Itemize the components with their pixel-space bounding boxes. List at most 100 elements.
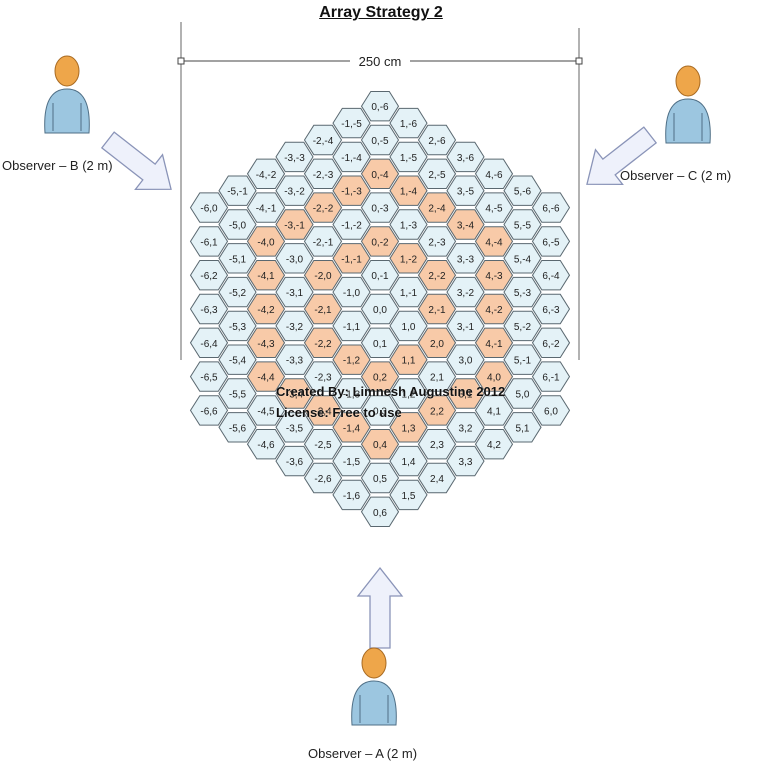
hex-cell: 2,0 — [417, 327, 457, 358]
hex-cell-shape — [360, 91, 400, 122]
hex-cell-label: 6,-4 — [542, 271, 560, 282]
hex-cell-shape — [446, 310, 485, 342]
hex-cell: -5,0 — [218, 209, 257, 240]
hex-cell-shape — [218, 344, 257, 375]
hex-cell-shape — [246, 293, 286, 325]
hex-cell: -1,3 — [332, 378, 371, 409]
hex-cell: 2,3 — [417, 429, 457, 460]
hex-cell-label: 5,-2 — [514, 322, 532, 333]
hex-cell-label: 0,-2 — [371, 237, 389, 248]
hex-cell-label: 5,-4 — [514, 254, 532, 265]
hex-cell: 4,-2 — [474, 293, 514, 325]
hex-cell-shape — [303, 327, 343, 358]
arrow-observer-b — [100, 131, 172, 191]
hex-cell-label: -2,0 — [314, 271, 332, 282]
hex-cell: -3,5 — [275, 412, 314, 443]
hex-cell-shape — [246, 429, 286, 460]
hex-cell-shape — [389, 141, 428, 173]
hex-cell: 6,-2 — [531, 327, 571, 358]
hex-cell-shape — [332, 276, 371, 308]
hex-cell-shape — [474, 226, 514, 257]
hex-cell: 5,-1 — [503, 344, 542, 375]
hex-cell-shape — [218, 412, 257, 443]
hex-cell: -2,0 — [303, 260, 343, 291]
hex-cell-label: -4,5 — [257, 406, 275, 417]
hex-cell-label: 3,-2 — [457, 288, 475, 299]
hex-cell: -5,6 — [218, 412, 257, 443]
hex-cell-shape — [332, 378, 371, 409]
hex-cell: 2,-3 — [417, 226, 457, 257]
hex-cell: 2,-1 — [417, 293, 457, 325]
hex-cell: -2,-1 — [303, 226, 343, 257]
hex-cell: 3,-3 — [446, 243, 485, 274]
hex-cell-shape — [303, 462, 343, 494]
hex-cell: 2,-2 — [417, 260, 457, 291]
hex-cell-label: -6,6 — [200, 406, 218, 417]
hex-cell-shape — [275, 243, 314, 274]
hex-cell-label: 5,-1 — [514, 356, 532, 367]
hex-cell-label: 3,1 — [459, 390, 473, 401]
hex-cell-label: 0,-5 — [371, 136, 389, 147]
hex-cell: -4,3 — [246, 327, 286, 358]
hex-cell-label: -3,4 — [286, 390, 304, 401]
hex-cell: 1,-3 — [389, 209, 428, 240]
hex-cell-label: 2,-4 — [428, 204, 446, 215]
hex-cell-label: -4,0 — [257, 237, 275, 248]
hex-cell: 1,-5 — [389, 141, 428, 173]
hex-cell-shape — [246, 226, 286, 257]
hex-cell-label: 6,-3 — [542, 305, 560, 316]
hex-cell-label: -1,5 — [343, 457, 361, 468]
hex-cell-label: 2,0 — [430, 339, 444, 350]
hex-cell: 0,3 — [360, 395, 400, 426]
hex-cell-shape — [389, 479, 428, 511]
hex-cell-label: 1,-1 — [400, 288, 418, 299]
hex-cell-label: -2,4 — [314, 406, 332, 417]
hex-cell: -6,1 — [189, 226, 229, 257]
hex-cell-label: 4,0 — [487, 373, 501, 384]
hex-cell-label: 0,4 — [373, 440, 387, 451]
hex-cell: 5,-3 — [503, 276, 542, 308]
hex-cell: 3,0 — [446, 344, 485, 375]
hex-cell-shape — [275, 310, 314, 342]
hex-cell-shape — [360, 158, 400, 189]
hex-cell-label: 6,-1 — [542, 373, 560, 384]
hex-cell: 5,0 — [503, 378, 542, 409]
hex-array: -6,0-6,1-6,2-6,3-6,4-6,5-6,6-5,-1-5,0-5,… — [189, 91, 571, 527]
hex-cell-shape — [531, 395, 571, 426]
hex-cell-label: 4,2 — [487, 440, 501, 451]
dimension-handle-right — [575, 57, 583, 65]
hex-cell: -4,6 — [246, 429, 286, 460]
hex-cell-label: 0,3 — [373, 406, 387, 417]
hex-cell: 4,1 — [474, 395, 514, 426]
hex-cell-shape — [360, 395, 400, 426]
hex-cell: 5,-4 — [503, 243, 542, 274]
hex-cell-shape — [417, 124, 457, 156]
hex-cell-shape — [275, 412, 314, 443]
hex-cell-label: 2,-3 — [428, 237, 446, 248]
hex-cell: 1,-4 — [389, 175, 428, 206]
hex-cell: -3,6 — [275, 445, 314, 477]
hex-cell: -1,-2 — [332, 209, 371, 240]
hex-cell-label: -1,2 — [343, 356, 361, 367]
hex-cell: 3,-6 — [446, 141, 485, 173]
hex-cell: 0,5 — [360, 462, 400, 494]
hex-cell-shape — [360, 293, 400, 325]
hex-cell-label: 4,-2 — [485, 305, 503, 316]
hex-cell-label: -3,6 — [286, 457, 304, 468]
hex-cell-shape — [275, 445, 314, 477]
hex-cell-label: 4,-1 — [485, 339, 503, 350]
hex-cell-label: 2,1 — [430, 373, 444, 384]
hex-cell-shape — [218, 276, 257, 308]
hex-cell: -4,5 — [246, 395, 286, 426]
hex-cell: 1,5 — [389, 479, 428, 511]
hex-cell-label: 1,-3 — [400, 221, 418, 232]
hex-cell: 4,-3 — [474, 260, 514, 291]
hex-cell: 1,0 — [389, 310, 428, 342]
hex-cell: -5,-1 — [218, 175, 257, 206]
hex-cell-shape — [303, 124, 343, 156]
hex-cell: 4,-4 — [474, 226, 514, 257]
hex-cell-label: 0,6 — [373, 508, 387, 519]
hex-cell: -4,-2 — [246, 158, 286, 189]
hex-cell: -5,2 — [218, 276, 257, 308]
